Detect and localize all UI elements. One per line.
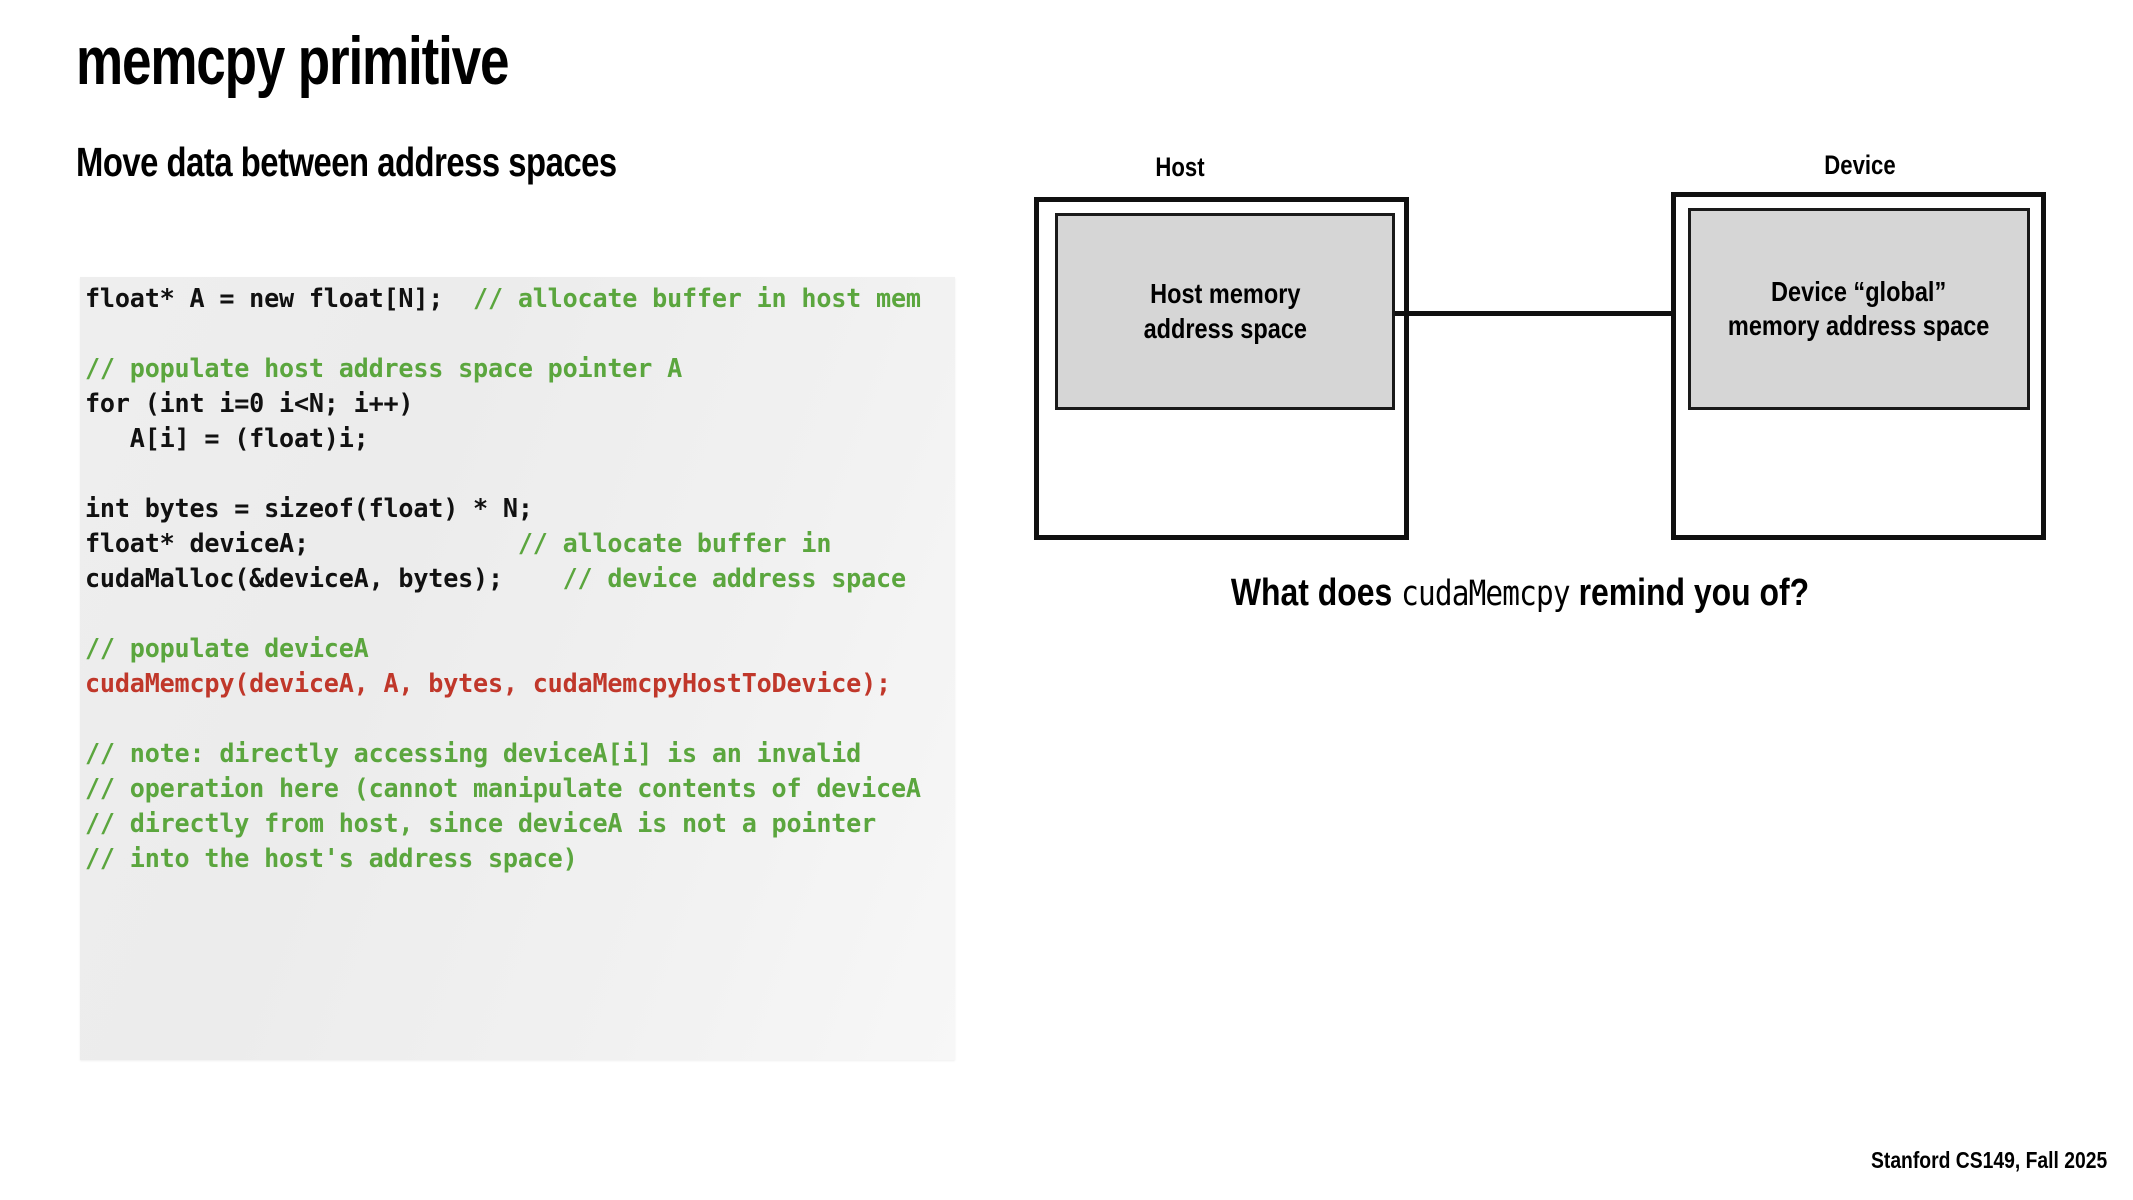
device-memory-box: Device “global” memory address space bbox=[1688, 208, 2030, 410]
page-title: memcpy primitive bbox=[76, 23, 509, 99]
question-mono-term: cudaMemcpy bbox=[1401, 574, 1570, 614]
page-subtitle: Move data between address spaces bbox=[76, 139, 617, 185]
host-box-label: Host bbox=[1155, 152, 1205, 182]
host-memory-label-line1: Host memory bbox=[1149, 278, 1301, 310]
device-memory-label-line1: Device “global” bbox=[1771, 275, 1947, 307]
code-panel: float* A = new float[N]; // allocate buf… bbox=[80, 277, 955, 1060]
host-device-connector bbox=[1395, 311, 1681, 316]
device-box-label: Device bbox=[1824, 150, 1896, 180]
question-prefix: What does bbox=[1230, 572, 1402, 614]
diagram-question: What does cudaMemcpy remind you of? bbox=[1218, 572, 1823, 615]
device-memory-label-line2: memory address space bbox=[1728, 310, 1990, 341]
host-memory-box: Host memory address space bbox=[1055, 213, 1395, 410]
host-memory-label-line2: address space bbox=[1143, 312, 1307, 344]
code-block: float* A = new float[N]; // allocate buf… bbox=[85, 284, 921, 874]
slide-footer: Stanford CS149, Fall 2025 bbox=[1870, 1147, 2107, 1173]
question-suffix: remind you of? bbox=[1569, 572, 1810, 614]
host-memory-label: Host memory address space bbox=[1143, 277, 1306, 345]
device-memory-label: Device “global” memory address space bbox=[1728, 275, 1989, 343]
